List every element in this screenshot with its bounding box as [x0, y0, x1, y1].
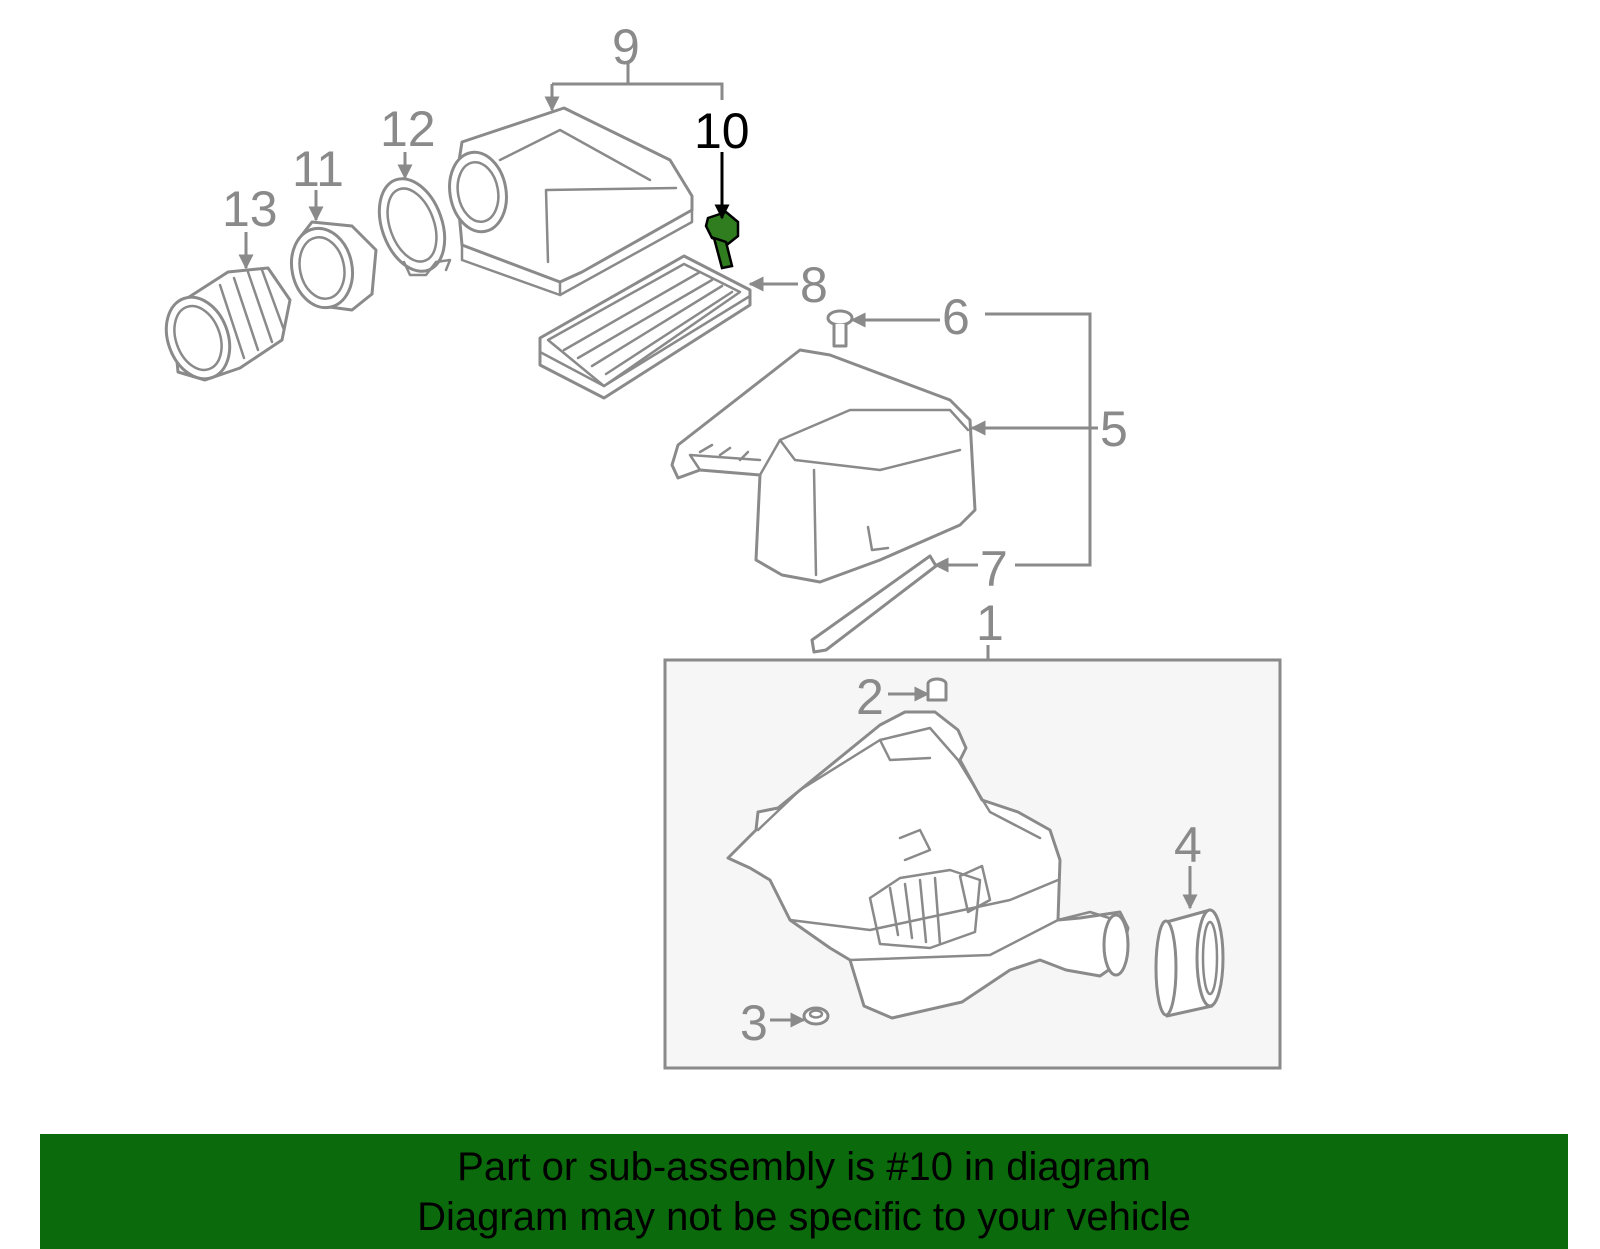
highlighted-bolt-part	[704, 210, 740, 270]
info-banner: Part or sub-assembly is #10 in diagram D…	[40, 1134, 1568, 1249]
air-filter-part	[538, 254, 752, 400]
clip-part	[826, 309, 854, 348]
callout-2: 2	[856, 669, 884, 725]
callout-11: 11	[292, 141, 344, 197]
callout-13: 13	[222, 181, 278, 237]
callout-1: 1	[976, 595, 1004, 651]
callout-10: 10	[694, 103, 750, 159]
intake-hose-part	[164, 266, 292, 382]
callout-3: 3	[740, 995, 768, 1051]
air-flow-meter-part	[289, 220, 378, 312]
callout-12: 12	[380, 101, 436, 157]
seal-strip-part	[810, 554, 938, 654]
callout-9: 9	[612, 19, 640, 75]
air-cleaner-cap-part	[448, 106, 694, 297]
case-lower-part	[726, 710, 1130, 1020]
nut-part	[802, 1006, 830, 1026]
banner-line-part-number: Part or sub-assembly is #10 in diagram	[457, 1144, 1151, 1189]
grommet-part	[926, 677, 948, 702]
gasket-ring-part	[377, 177, 452, 277]
case-upper-part	[670, 348, 977, 584]
filter-ring-part	[1154, 908, 1225, 1018]
callout-5: 5	[1100, 401, 1128, 457]
callout-6: 6	[942, 289, 970, 345]
banner-line-disclaimer: Diagram may not be specific to your vehi…	[417, 1194, 1191, 1239]
callout-8: 8	[800, 257, 828, 313]
callout-4: 4	[1174, 817, 1202, 873]
callout-7: 7	[980, 541, 1008, 597]
leader-group-6-5-7	[985, 312, 1092, 567]
